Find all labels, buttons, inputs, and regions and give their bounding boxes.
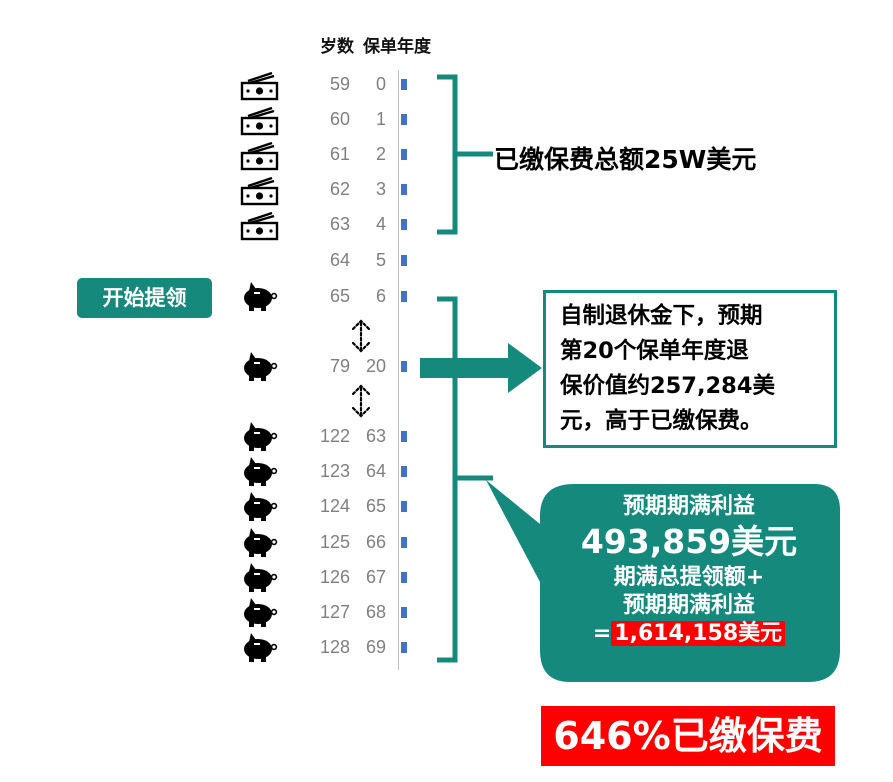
piggy-bank-icon	[239, 631, 281, 665]
withdrawal-years-bracket	[437, 296, 493, 663]
age-value: 127	[319, 602, 350, 622]
timeline-row: 128 69	[0, 631, 893, 665]
timeline-row: 125 66	[0, 526, 893, 560]
age-value: 128	[319, 637, 350, 657]
axis-tick	[401, 149, 407, 160]
policy-year-value: 0	[375, 74, 386, 94]
total-withdrawal-label: 期满总提领额+	[613, 565, 765, 590]
axis-tick	[401, 79, 407, 90]
policy-year-value: 3	[375, 179, 386, 199]
policy-year-value: 64	[365, 461, 386, 481]
axis-tick	[401, 501, 407, 512]
policy-year-value: 2	[375, 144, 386, 164]
piggy-bank-icon	[239, 280, 281, 314]
piggy-bank-icon	[239, 420, 281, 454]
piggy-bank-icon	[239, 526, 281, 560]
policy-year-value: 69	[365, 637, 386, 657]
axis-tick	[401, 572, 407, 583]
total-value-line: =1,614,158美元	[540, 620, 838, 648]
axis-tick	[401, 219, 407, 230]
money-icon	[239, 138, 281, 172]
timeline-row: 79 20	[0, 350, 893, 384]
age-value: 79	[329, 356, 350, 376]
timeline-row: 126 67	[0, 561, 893, 595]
expected-maturity-benefit-label-2: 预期期满利益	[622, 593, 755, 618]
timeline-row: 127 68	[0, 596, 893, 630]
age-column-header: 岁数	[320, 37, 354, 57]
timeline-row: 60 1	[0, 103, 893, 137]
ellipsis-arrow-icon	[351, 384, 371, 418]
age-value: 63	[329, 214, 350, 234]
policy-year-value: 67	[365, 567, 386, 587]
axis-tick	[401, 537, 407, 548]
age-value: 122	[319, 426, 350, 446]
piggy-bank-icon	[239, 596, 281, 630]
start-withdrawal-label: 开始提领	[77, 278, 212, 318]
timeline-row: 62 3	[0, 173, 893, 207]
money-icon	[239, 103, 281, 137]
age-value: 60	[329, 109, 350, 129]
surrender-value-line: 保价值约257,284美	[560, 373, 775, 399]
equals-sign: =	[592, 621, 612, 646]
axis-tick	[401, 184, 407, 195]
policy-year-value: 68	[365, 602, 386, 622]
axis-tick	[401, 607, 407, 618]
axis-tick	[401, 431, 407, 442]
timeline-row: 61 2	[0, 138, 893, 172]
age-value: 123	[319, 461, 350, 481]
surrender-value-box: 自制退休金下，预期 第20个保单年度退 保价值约257,284美 元，高于已缴保…	[543, 290, 837, 448]
policy-year-value: 20	[365, 356, 386, 376]
age-value: 59	[329, 74, 350, 94]
money-icon	[239, 173, 281, 207]
axis-tick	[401, 466, 407, 477]
axis-tick	[401, 255, 407, 266]
surrender-value-line: 第20个保单年度退	[560, 338, 749, 364]
expected-maturity-benefit-label: 预期期满利益	[622, 494, 755, 519]
policy-year-value: 1	[375, 109, 386, 129]
timeline-row: 65 6	[0, 280, 893, 314]
axis-tick	[401, 642, 407, 653]
policy-year-value: 5	[375, 250, 386, 270]
axis-tick	[401, 291, 407, 302]
total-value-highlight: 1,614,158美元	[611, 621, 786, 646]
timeline-row: 122 63	[0, 420, 893, 454]
age-value: 64	[329, 250, 350, 270]
age-value: 65	[329, 286, 350, 306]
age-value: 61	[329, 144, 350, 164]
piggy-bank-icon	[239, 350, 281, 384]
money-icon	[239, 68, 281, 102]
paid-years-bracket	[437, 74, 493, 235]
ellipsis-arrow-icon	[351, 319, 371, 353]
policy-year-value: 63	[365, 426, 386, 446]
money-icon	[239, 208, 281, 242]
maturity-callout: 预期期满利益 493,859美元 期满总提领额+ 预期期满利益 =1,614,1…	[540, 490, 838, 648]
piggy-bank-icon	[239, 490, 281, 524]
axis-tick	[401, 361, 407, 372]
axis-tick	[401, 114, 407, 125]
surrender-value-line: 元，高于已缴保费。	[560, 408, 763, 434]
age-value: 62	[329, 179, 350, 199]
policy-year-column-header: 保单年度	[363, 37, 431, 57]
policy-year-value: 6	[375, 286, 386, 306]
piggy-bank-icon	[239, 455, 281, 489]
paid-total-text: 已缴保费总额25W美元	[494, 145, 757, 174]
policy-year-value: 65	[365, 496, 386, 516]
policy-year-value: 66	[365, 532, 386, 552]
timeline-row: 63 4	[0, 208, 893, 242]
timeline-row: 123 64	[0, 455, 893, 489]
age-value: 125	[319, 532, 350, 552]
surrender-value-line: 自制退休金下，预期	[560, 303, 763, 329]
policy-year-value: 4	[375, 214, 386, 234]
timeline-row: 59 0	[0, 68, 893, 102]
timeline-row: 64 5	[0, 244, 893, 278]
age-value: 126	[319, 567, 350, 587]
timeline-row: 124 65	[0, 490, 893, 524]
age-value: 124	[319, 496, 350, 516]
piggy-bank-icon	[239, 561, 281, 595]
timeline-axis	[398, 70, 399, 670]
expected-maturity-benefit-value: 493,859美元	[580, 522, 798, 561]
right-arrow-icon	[420, 343, 542, 393]
percent-of-premium-badge: 646%已缴保费	[541, 706, 835, 766]
